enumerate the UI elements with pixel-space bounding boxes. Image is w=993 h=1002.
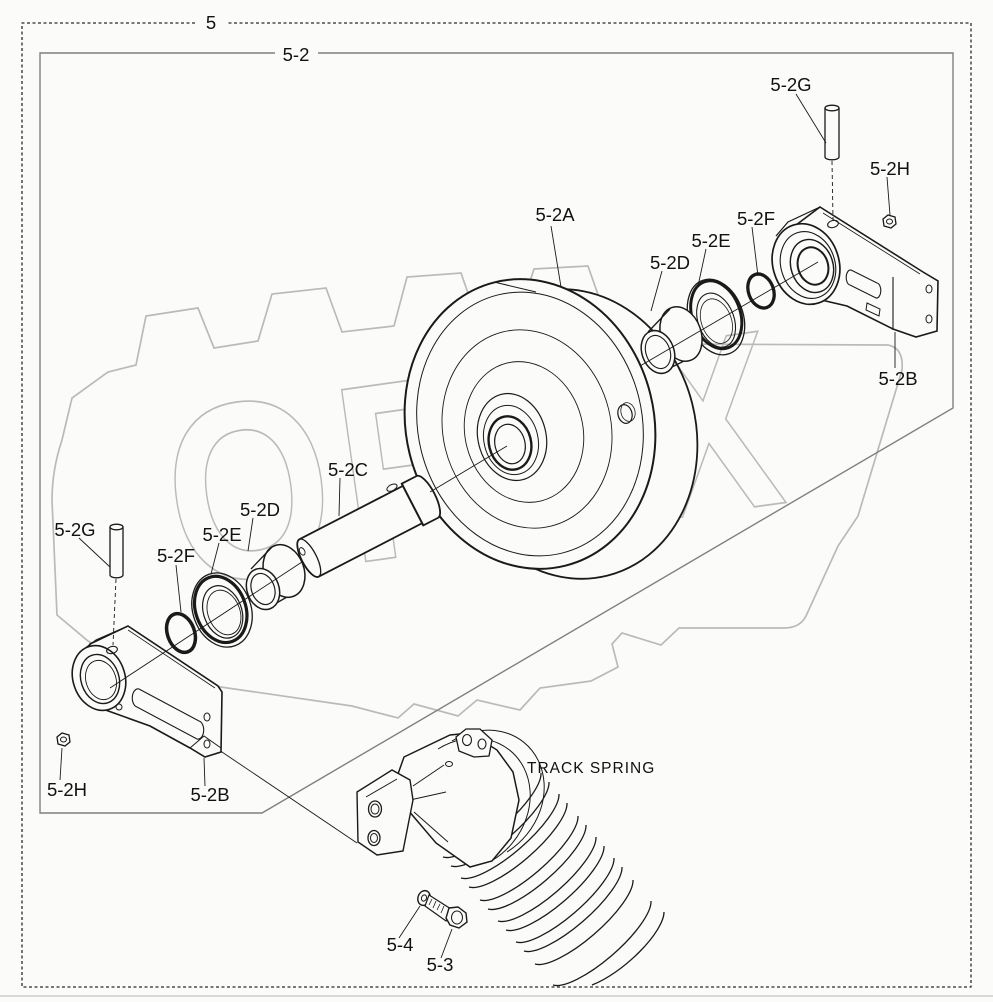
bushing-left	[245, 543, 306, 611]
callout-oring-left: 5-2F	[157, 545, 195, 566]
track-spring-housing	[397, 732, 520, 868]
nut-right	[882, 214, 897, 229]
left-parts-group	[56, 523, 306, 758]
callout-frame-outer: 5	[206, 12, 216, 33]
callout-washer: 5-4	[387, 934, 414, 955]
track-spring-yoke	[356, 769, 414, 856]
callout-bushing-left: 5-2D	[240, 499, 280, 520]
seal-left	[191, 572, 253, 648]
callout-bracket-left: 5-2B	[190, 784, 229, 805]
watermark-gear-outline	[51, 265, 904, 719]
callout-labels: 5 5-2 5-2A 5-2B 5-2B 5-2C 5-2D 5-2D 5-2E…	[47, 12, 918, 975]
callout-pin-right: 5-2G	[770, 74, 811, 95]
track-spring	[356, 728, 665, 987]
callout-seal-right: 5-2E	[691, 230, 730, 251]
idler-wheel	[403, 278, 699, 580]
outer-frame-border	[21, 22, 972, 988]
oring-left	[164, 611, 198, 655]
leader-lines	[59, 93, 896, 959]
callout-oring-right: 5-2F	[737, 208, 775, 229]
callout-pin-left: 5-2G	[54, 519, 95, 540]
callout-frame-inner: 5-2	[283, 44, 310, 65]
oring-right	[746, 272, 776, 310]
callout-bracket-right: 5-2B	[878, 368, 917, 389]
callout-bushing-right: 5-2D	[650, 252, 690, 273]
idler-shaft	[296, 474, 441, 578]
pin-left	[109, 523, 124, 646]
track-spring-ear	[455, 728, 493, 758]
callout-nut-left: 5-2H	[47, 779, 87, 800]
right-parts-group	[640, 104, 939, 375]
bracket-right-boss	[771, 222, 841, 306]
inner-frame-border	[39, 52, 954, 814]
pin-right	[824, 104, 840, 220]
wheel-bore	[487, 415, 533, 471]
callout-wheel: 5-2A	[535, 204, 575, 225]
track-spring-coils	[442, 772, 665, 987]
callout-nut-right: 5-2H	[870, 158, 910, 179]
frame-borders	[0, 22, 993, 997]
bushing-right	[640, 306, 703, 375]
callout-seal-left: 5-2E	[202, 524, 241, 545]
nut-left	[56, 732, 71, 747]
callout-shaft: 5-2C	[328, 459, 368, 480]
bolt	[424, 894, 468, 929]
bracket-to-yoke-line	[218, 749, 358, 844]
bolt-washer-group	[417, 889, 468, 929]
callout-bolt: 5-3	[427, 954, 454, 975]
track-spring-caption: TRACK SPRING	[527, 760, 655, 777]
